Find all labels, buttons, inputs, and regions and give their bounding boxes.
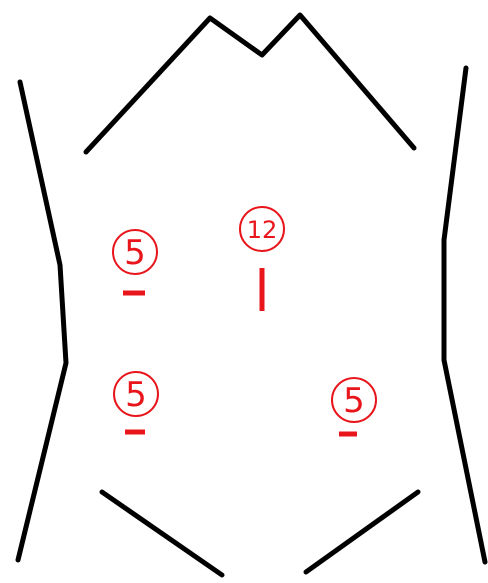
torso-left-side xyxy=(18,82,66,560)
torso-chest-outline xyxy=(86,15,414,152)
torso-right-side xyxy=(444,68,485,562)
port-marker-left-upper: 5 xyxy=(113,230,157,293)
torso-left-groin xyxy=(102,492,222,575)
port-size-label: 5 xyxy=(125,375,147,415)
port-marker-left-lower: 5 xyxy=(114,372,158,432)
port-size-label: 12 xyxy=(247,216,278,244)
port-marker-center: 12 xyxy=(240,207,284,311)
port-size-label: 5 xyxy=(124,233,146,273)
port-marker-right-lower: 5 xyxy=(332,378,376,434)
port-size-label: 5 xyxy=(343,381,365,421)
torso-right-groin xyxy=(306,492,418,572)
